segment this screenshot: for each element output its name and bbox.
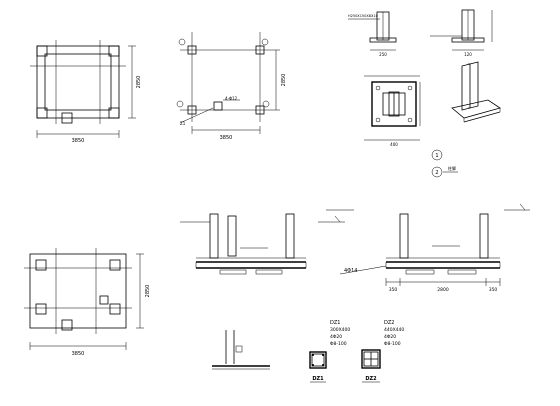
column-square — [109, 259, 121, 271]
column-square — [61, 319, 73, 331]
dz2-spec1: 440X440 — [384, 327, 404, 333]
column-section-dz1: DZ1 DZ1 300X400 4Φ20 Φ8-100 — [309, 320, 350, 383]
dim-height: 2850 — [281, 74, 287, 87]
column-square — [108, 107, 120, 119]
legend-bubble-2 — [431, 166, 443, 178]
grid-bubble — [261, 38, 269, 46]
column-square — [61, 112, 73, 124]
legend-item-1: 1 — [435, 153, 438, 159]
dim-width: 3850 — [220, 135, 233, 141]
column-detail: H250X150X8X10 250 120 400 — [348, 9, 501, 147]
dz1-spec2: 4Φ20 — [330, 334, 342, 340]
section-right: 4Φ14 350 2800 350 — [326, 203, 530, 293]
dim-width: 3850 — [72, 351, 85, 357]
column-square — [36, 45, 48, 57]
dim-c: 400 — [390, 142, 398, 147]
callout: 4Φ14 — [344, 268, 357, 274]
dz2-title-note: DZ2 — [384, 320, 394, 326]
small-detail — [212, 330, 270, 370]
column-square — [35, 303, 47, 315]
note-top: H250X150X8X10 — [348, 14, 378, 18]
dz1-spec1: 300X400 — [330, 327, 350, 333]
column-square — [187, 105, 197, 115]
grid-bubble — [176, 100, 184, 108]
column-section-dz2: DZ2 DZ2 440X440 4Φ20 Φ8-100 — [361, 320, 404, 383]
dz1-title: DZ1 — [312, 376, 324, 382]
dz2-spec3: Φ8-100 — [384, 341, 401, 347]
dz2-spec2: 4Φ20 — [384, 334, 396, 340]
column-square — [99, 295, 109, 305]
column-3d-view — [451, 61, 501, 123]
dim-width: 3850 — [72, 138, 85, 144]
dim-left: 350 — [389, 287, 398, 293]
plan-top-left: 3850 2850 — [30, 40, 142, 144]
legend: 1 2 柱脚 — [431, 149, 458, 178]
dz1-title-note: DZ1 — [330, 320, 340, 326]
legend-bubble-1 — [431, 149, 443, 161]
dim-right: 350 — [489, 287, 498, 293]
plan-top-mid: 4-Φ12 Z1 3850 2850 — [176, 32, 287, 141]
grid-bubble — [178, 38, 186, 46]
dim-a: 250 — [379, 52, 387, 57]
dim-height: 2850 — [136, 76, 142, 89]
note-left: Z1 — [180, 121, 186, 126]
grid-bubble — [262, 100, 270, 108]
column-square — [35, 259, 47, 271]
dz2-title: DZ2 — [365, 376, 377, 382]
dim-main: 2800 — [437, 287, 449, 293]
section-mid — [180, 213, 345, 275]
plan-bottom-left: 3850 2850 — [24, 248, 151, 357]
column-square — [255, 45, 265, 55]
column-square — [255, 105, 265, 115]
column-square — [213, 101, 223, 111]
dim-b: 120 — [464, 52, 472, 57]
legend-item-2: 2 — [435, 170, 438, 176]
column-square — [187, 45, 197, 55]
note-small: 4-Φ12 — [225, 96, 238, 101]
column-square — [109, 303, 121, 315]
dz1-spec3: Φ8-100 — [330, 341, 347, 347]
column-square — [108, 45, 120, 57]
legend-note: 柱脚 — [448, 165, 456, 171]
dim-height: 2850 — [145, 285, 151, 298]
column-square — [36, 107, 48, 119]
